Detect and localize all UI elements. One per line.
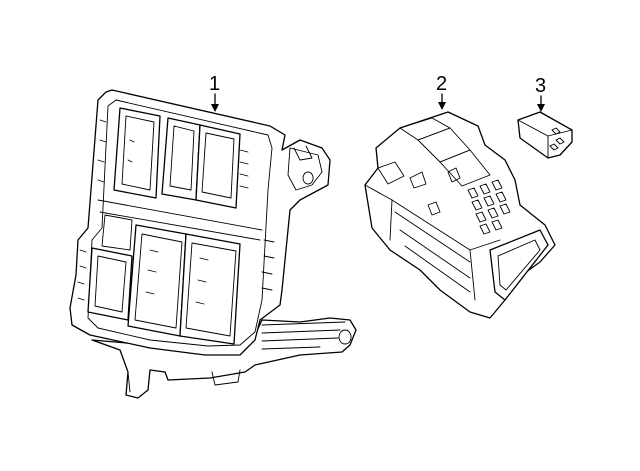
callout-2-label: 2 [436, 73, 447, 95]
callout-1-label: 1 [209, 73, 220, 95]
part-3-relay [517, 111, 573, 159]
callout-3-label: 3 [535, 75, 546, 97]
part-1-fuse-box [69, 89, 357, 399]
callout-3: 3 [535, 75, 546, 112]
callout-2: 2 [436, 73, 447, 110]
part-2-connector-block [364, 111, 556, 319]
callout-1: 1 [209, 73, 220, 112]
